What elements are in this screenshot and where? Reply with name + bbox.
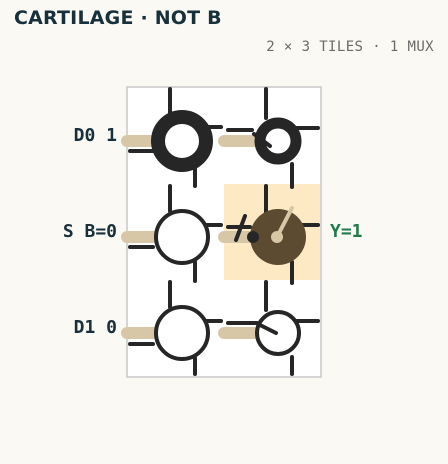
switch-levers — [252, 132, 278, 335]
node-r3-c1 — [154, 305, 210, 361]
node-r1-c1 — [151, 110, 213, 172]
active-mux-node — [234, 206, 306, 265]
junction-dots — [151, 136, 259, 243]
input-label-d1: D1 0 — [73, 317, 117, 338]
output-label-y: Y=1 — [330, 221, 363, 242]
tile-count-subtitle: 2 × 3 TILES · 1 MUX — [266, 39, 434, 55]
wires — [128, 87, 320, 376]
input-label-select: S B=0 — [62, 221, 117, 242]
node-r2-c1 — [154, 209, 210, 265]
input-label-d0: D0 1 — [73, 125, 117, 146]
page-title: CARTILAGE · NOT B — [14, 7, 222, 29]
select-arm — [234, 214, 247, 242]
tile-nodes — [151, 110, 302, 361]
mux-lever — [275, 206, 294, 239]
